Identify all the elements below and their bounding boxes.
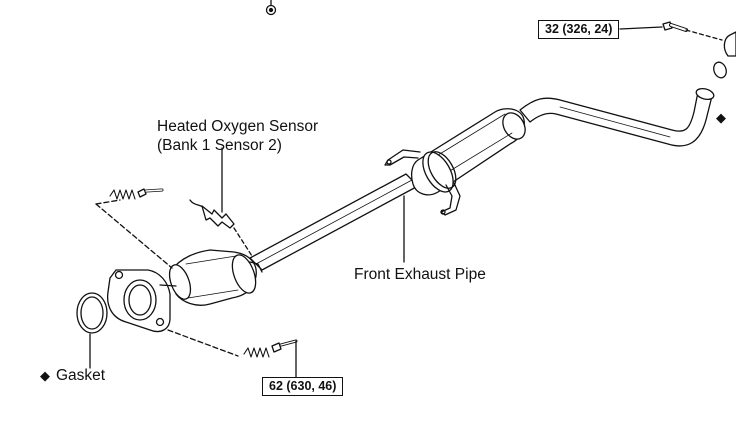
diamond-icon: ◆ — [40, 368, 50, 383]
top-torque-leader — [619, 26, 663, 30]
front-exhaust-pipe-label: Front Exhaust Pipe — [354, 266, 486, 283]
diamond-icon: ◆ — [716, 110, 726, 125]
front-exhaust-pipe-part — [249, 173, 419, 271]
top-nut-part — [265, 0, 277, 16]
right-edge-parts — [662, 21, 736, 79]
oxygen-sensor-bank-label: (Bank 1 Sensor 2) — [157, 137, 282, 154]
oxygen-sensor-label: Heated Oxygen Sensor — [157, 118, 319, 135]
upper-spring-bolt-part — [95, 188, 173, 269]
catalytic-converter-part — [168, 249, 263, 306]
tail-pipe-part — [519, 87, 715, 147]
torque-spec-bottom: 62 (630, 46) — [262, 377, 344, 396]
gasket-label: ◆ Gasket — [40, 366, 105, 385]
lower-spring-bolt-part — [167, 329, 298, 379]
resonator-part — [384, 108, 526, 216]
gasket-label-text: Gasket — [56, 367, 106, 384]
front-flange-part — [106, 269, 177, 333]
torque-spec-top: 32 (326, 24) — [538, 20, 620, 39]
oxygen-sensor-part — [189, 147, 253, 257]
gasket-part — [76, 292, 108, 369]
right-edge-marker: ◆ — [716, 108, 732, 127]
